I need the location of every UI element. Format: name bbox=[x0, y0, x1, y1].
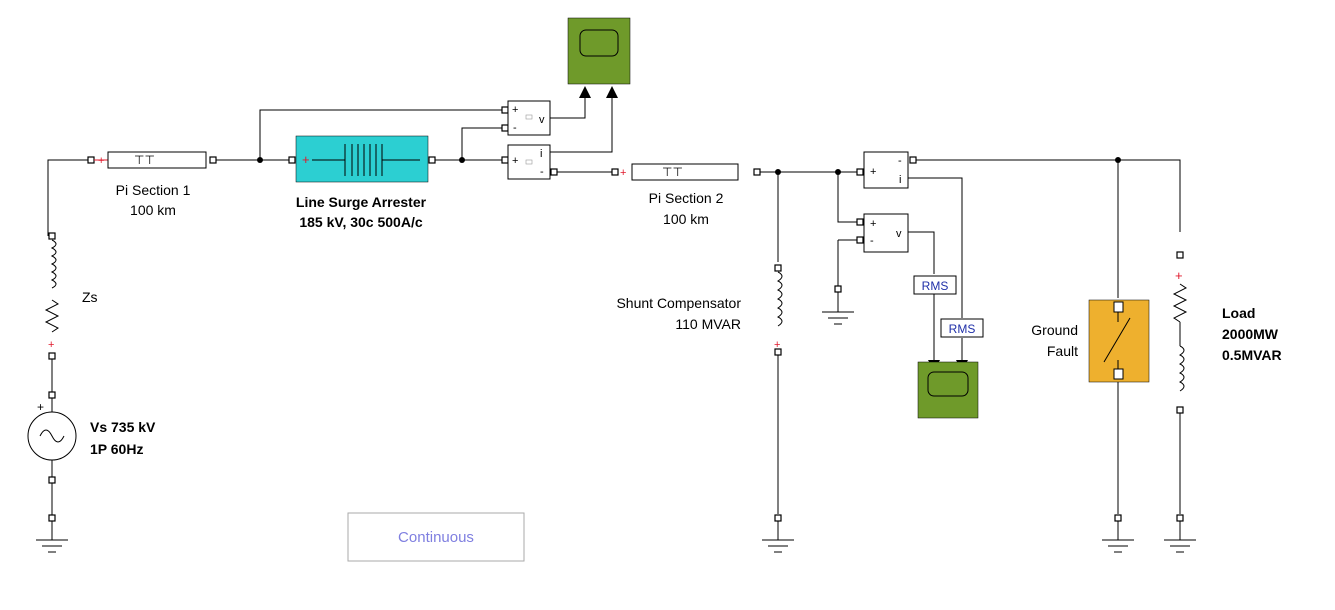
current-sensor-1[interactable]: + - i bbox=[501, 144, 558, 180]
svg-text:RMS: RMS bbox=[922, 279, 949, 293]
svg-text:i: i bbox=[540, 148, 542, 160]
svg-text:-: - bbox=[870, 235, 874, 247]
svg-text:+: + bbox=[774, 339, 780, 351]
svg-text:⊤⊤: ⊤⊤ bbox=[134, 153, 155, 167]
svg-text:v: v bbox=[896, 228, 902, 240]
load-label-2: 2000MW bbox=[1222, 326, 1279, 342]
pi-section-1[interactable]: + ⊤⊤ bbox=[87, 151, 217, 169]
svg-text:⊤⊤: ⊤⊤ bbox=[662, 165, 683, 179]
svg-text:-: - bbox=[898, 155, 902, 167]
svg-text:v: v bbox=[539, 114, 545, 126]
svg-text:Continuous: Continuous bbox=[398, 529, 474, 546]
ground-fault-breaker[interactable] bbox=[1088, 299, 1150, 383]
vs-label: Vs 735 kV bbox=[90, 419, 156, 435]
svg-text:+: + bbox=[1175, 268, 1183, 283]
svg-text:+: + bbox=[98, 155, 104, 167]
pi1-value: 100 km bbox=[130, 202, 176, 218]
rl-load[interactable]: + bbox=[1172, 251, 1188, 414]
pi-section-2[interactable]: + ⊤⊤ bbox=[611, 163, 761, 181]
junctions bbox=[257, 157, 1121, 175]
voltage-source[interactable]: + bbox=[27, 391, 77, 484]
svg-text:-: - bbox=[513, 122, 517, 134]
ground-1 bbox=[36, 514, 68, 553]
svg-text:+: + bbox=[48, 339, 54, 351]
svg-text:+: + bbox=[620, 167, 626, 179]
shunt-compensator[interactable]: + bbox=[774, 264, 783, 356]
vs-freq: 1P 60Hz bbox=[90, 441, 143, 457]
fault-label-2: Fault bbox=[1047, 343, 1078, 359]
fault-label-1: Ground bbox=[1031, 322, 1078, 338]
zs-impedance[interactable]: + bbox=[44, 232, 60, 360]
svg-text:+: + bbox=[512, 104, 518, 116]
arrester-name: Line Surge Arrester bbox=[296, 194, 427, 210]
svg-text:+: + bbox=[870, 218, 876, 230]
rms-block-2[interactable]: RMS bbox=[940, 318, 984, 338]
shunt-name: Shunt Compensator bbox=[616, 295, 741, 311]
ground-fault-ground bbox=[1102, 514, 1134, 553]
svg-text:+: + bbox=[512, 155, 518, 167]
scope-2[interactable] bbox=[917, 361, 979, 419]
svg-text:+: + bbox=[37, 400, 44, 414]
scope-1[interactable] bbox=[567, 17, 631, 85]
current-sensor-2[interactable]: + - i bbox=[856, 151, 917, 189]
svg-text:i: i bbox=[899, 174, 901, 186]
rms-block-1[interactable]: RMS bbox=[913, 275, 957, 295]
powergui-continuous-block[interactable]: Continuous bbox=[347, 512, 525, 562]
svg-text:+: + bbox=[870, 166, 876, 178]
shunt-value: 110 MVAR bbox=[675, 316, 741, 332]
load-label-1: Load bbox=[1222, 305, 1255, 321]
line-surge-arrester[interactable]: + bbox=[288, 135, 436, 183]
pi2-value: 100 km bbox=[663, 211, 709, 227]
zs-label: Zs bbox=[82, 289, 98, 305]
pi2-name: Pi Section 2 bbox=[649, 190, 724, 206]
ground-load bbox=[1164, 514, 1196, 553]
ground-vsensor bbox=[822, 285, 854, 325]
wires bbox=[47, 96, 1181, 518]
pi1-name: Pi Section 1 bbox=[116, 182, 191, 198]
ground-shunt bbox=[762, 514, 794, 553]
arrester-value: 185 kV, 30c 500A/c bbox=[299, 214, 422, 230]
svg-text:RMS: RMS bbox=[949, 322, 976, 336]
voltage-sensor-2[interactable]: + - v bbox=[856, 213, 909, 253]
load-label-3: 0.5MVAR bbox=[1222, 347, 1282, 363]
svg-text:-: - bbox=[540, 166, 544, 178]
scope-arrows bbox=[579, 86, 968, 371]
voltage-sensor-1[interactable]: + - v bbox=[501, 100, 551, 136]
svg-text:+: + bbox=[302, 152, 310, 167]
